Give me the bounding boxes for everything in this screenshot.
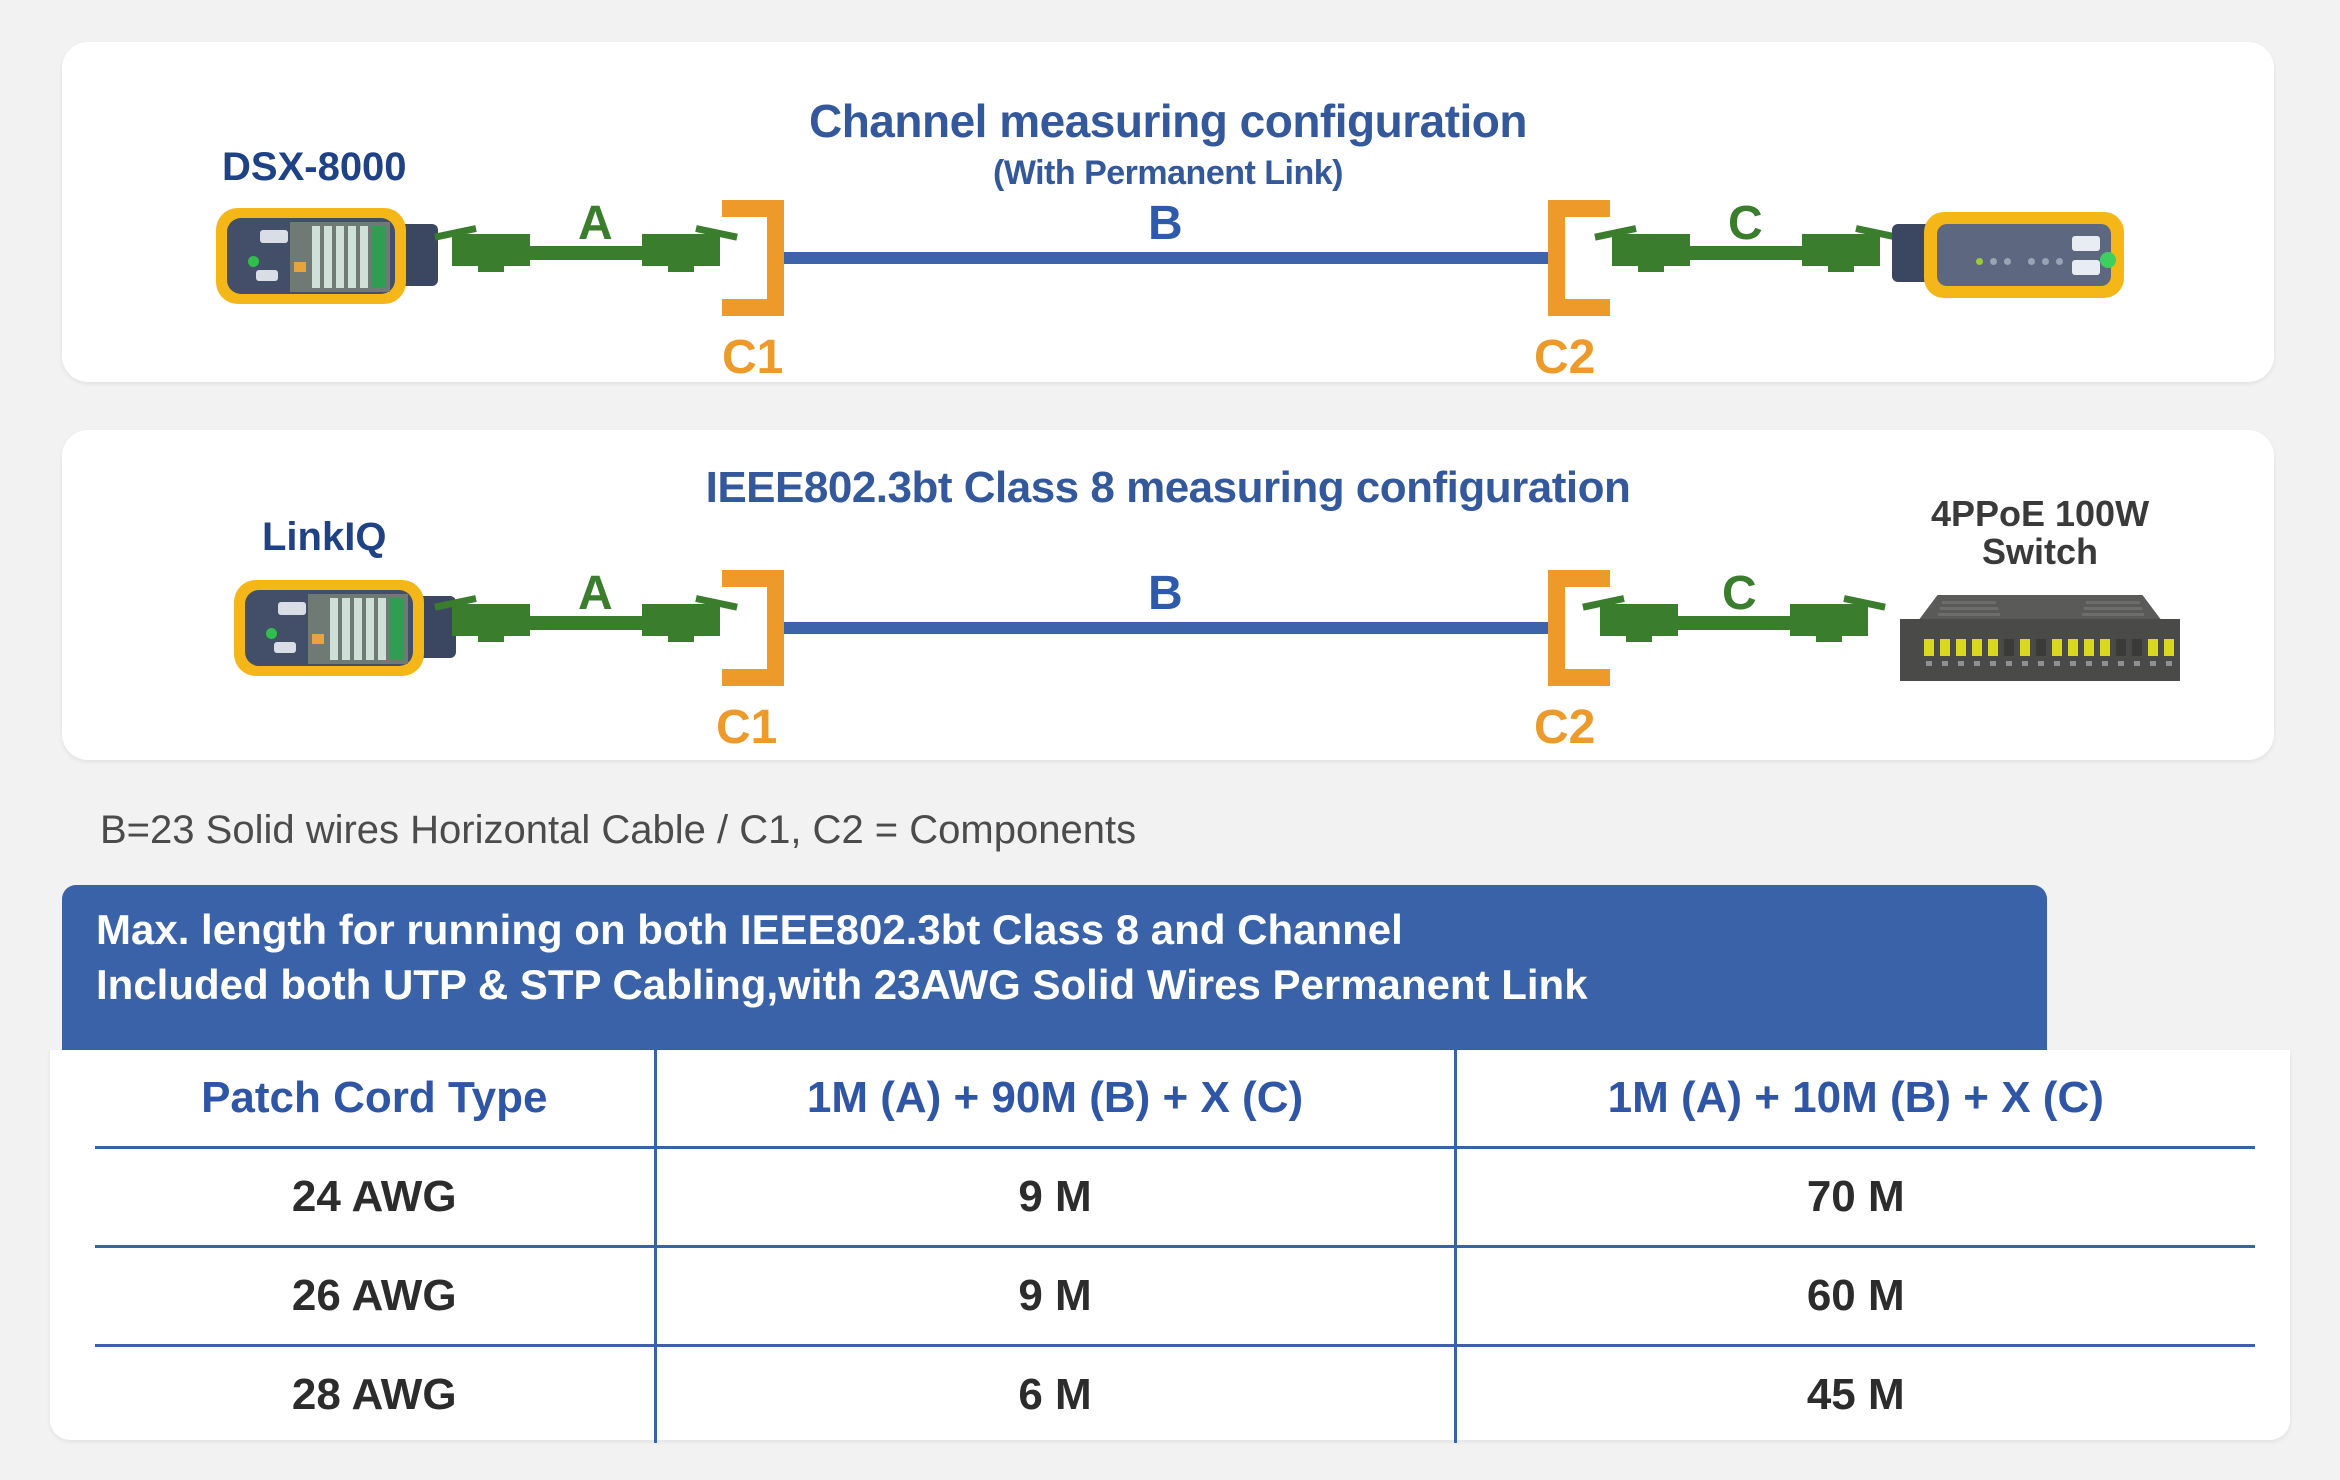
rj45-plug-right bbox=[642, 595, 738, 642]
component-bracket-c2-ieee bbox=[1548, 570, 1610, 686]
patch-cord-c-channel bbox=[1594, 218, 1898, 278]
network-switch-icon bbox=[1900, 595, 2180, 685]
rj45-plug-left bbox=[1594, 225, 1690, 272]
cell-len-10m: 70 M bbox=[1453, 1147, 2255, 1248]
component-bracket-c2-channel bbox=[1548, 200, 1610, 316]
patch-cord-c-ieee bbox=[1582, 588, 1886, 648]
linkiq-tester-icon bbox=[234, 580, 456, 676]
dsx-8000-label: DSX-8000 bbox=[222, 145, 407, 189]
cell-awg: 28 AWG bbox=[291, 1370, 457, 1419]
component-label-c1-ieee: C1 bbox=[716, 701, 778, 754]
segment-label-a-channel: A bbox=[578, 197, 613, 250]
segment-label-c-channel: C bbox=[1728, 197, 1763, 250]
component-label-c2-channel: C2 bbox=[1534, 331, 1596, 384]
segment-label-c-ieee: C bbox=[1722, 567, 1757, 620]
poe-switch-label: 4PPoE 100W Switch bbox=[1905, 495, 2175, 571]
horizontal-cable-b-channel bbox=[784, 252, 1548, 264]
legend-note: B=23 Solid wires Horizontal Cable / C1, … bbox=[100, 808, 1137, 852]
max-length-banner: Max. length for running on both IEEE802.… bbox=[62, 885, 2047, 1053]
cell-len-90m: 9 M bbox=[653, 1147, 1455, 1248]
segment-label-a-ieee: A bbox=[578, 567, 613, 620]
rj45-plug-left bbox=[1582, 595, 1678, 642]
rj45-plug-right bbox=[1790, 595, 1886, 642]
component-label-c1-channel: C1 bbox=[722, 331, 784, 384]
panel-channel-configuration: Channel measuring configuration (With Pe… bbox=[62, 42, 2274, 382]
table-row: 28 AWG 6 M 45 M bbox=[95, 1345, 2255, 1443]
cell-len-10m: 60 M bbox=[1453, 1246, 2255, 1347]
patch-cord-a-ieee bbox=[434, 588, 738, 648]
table-header-col-10m: 1M (A) + 10M (B) + X (C) bbox=[1453, 1050, 2255, 1149]
table-header-col-90m: 1M (A) + 90M (B) + X (C) bbox=[653, 1050, 1455, 1149]
horizontal-cable-b-ieee bbox=[784, 622, 1548, 634]
cell-len-90m: 9 M bbox=[653, 1246, 1455, 1347]
panel-channel-subtitle: (With Permanent Link) bbox=[993, 154, 1344, 192]
table-header-patch-cord-type: Patch Cord Type bbox=[95, 1050, 655, 1149]
component-label-c2-ieee: C2 bbox=[1534, 701, 1596, 754]
component-bracket-c1-channel bbox=[722, 200, 784, 316]
segment-label-b-ieee: B bbox=[1148, 567, 1183, 620]
component-bracket-c1-ieee bbox=[722, 570, 784, 686]
rj45-plug-left bbox=[434, 595, 530, 642]
cell-len-10m: 45 M bbox=[1453, 1345, 2255, 1443]
rj45-plug-left bbox=[434, 225, 530, 272]
cell-awg: 24 AWG bbox=[95, 1147, 655, 1248]
remote-tester-icon bbox=[1892, 212, 2124, 298]
cell-awg: 26 AWG bbox=[95, 1246, 655, 1347]
table-row: 26 AWG 9 M 60 M bbox=[95, 1246, 2255, 1347]
panel-channel-title: Channel measuring configuration bbox=[808, 95, 1528, 147]
dsx-8000-tester-icon bbox=[216, 208, 438, 304]
patch-cord-a-channel bbox=[434, 218, 738, 278]
panel-ieee-configuration: IEEE802.3bt Class 8 measuring configurat… bbox=[62, 430, 2274, 760]
segment-label-b-channel: B bbox=[1148, 197, 1183, 250]
banner-line-2: Included both UTP & STP Cabling,with 23A… bbox=[96, 960, 1588, 1008]
panel-ieee-title: IEEE802.3bt Class 8 measuring configurat… bbox=[705, 463, 1631, 512]
cell-len-90m: 6 M bbox=[653, 1345, 1455, 1443]
table-row: 24 AWG 9 M 70 M bbox=[95, 1147, 2255, 1248]
rj45-plug-right bbox=[642, 225, 738, 272]
linkiq-label: LinkIQ bbox=[262, 515, 387, 559]
rj45-plug-right bbox=[1802, 225, 1898, 272]
poe-switch-label-line1: 4PPoE 100W bbox=[1930, 493, 2150, 534]
poe-switch-label-line2: Switch bbox=[1981, 530, 2098, 572]
banner-line-1: Max. length for running on both IEEE802.… bbox=[96, 906, 1403, 953]
table-header-row: Patch Cord Type 1M (A) + 90M (B) + X (C)… bbox=[95, 1050, 2255, 1149]
max-length-table: Patch Cord Type 1M (A) + 90M (B) + X (C)… bbox=[50, 1050, 2290, 1443]
